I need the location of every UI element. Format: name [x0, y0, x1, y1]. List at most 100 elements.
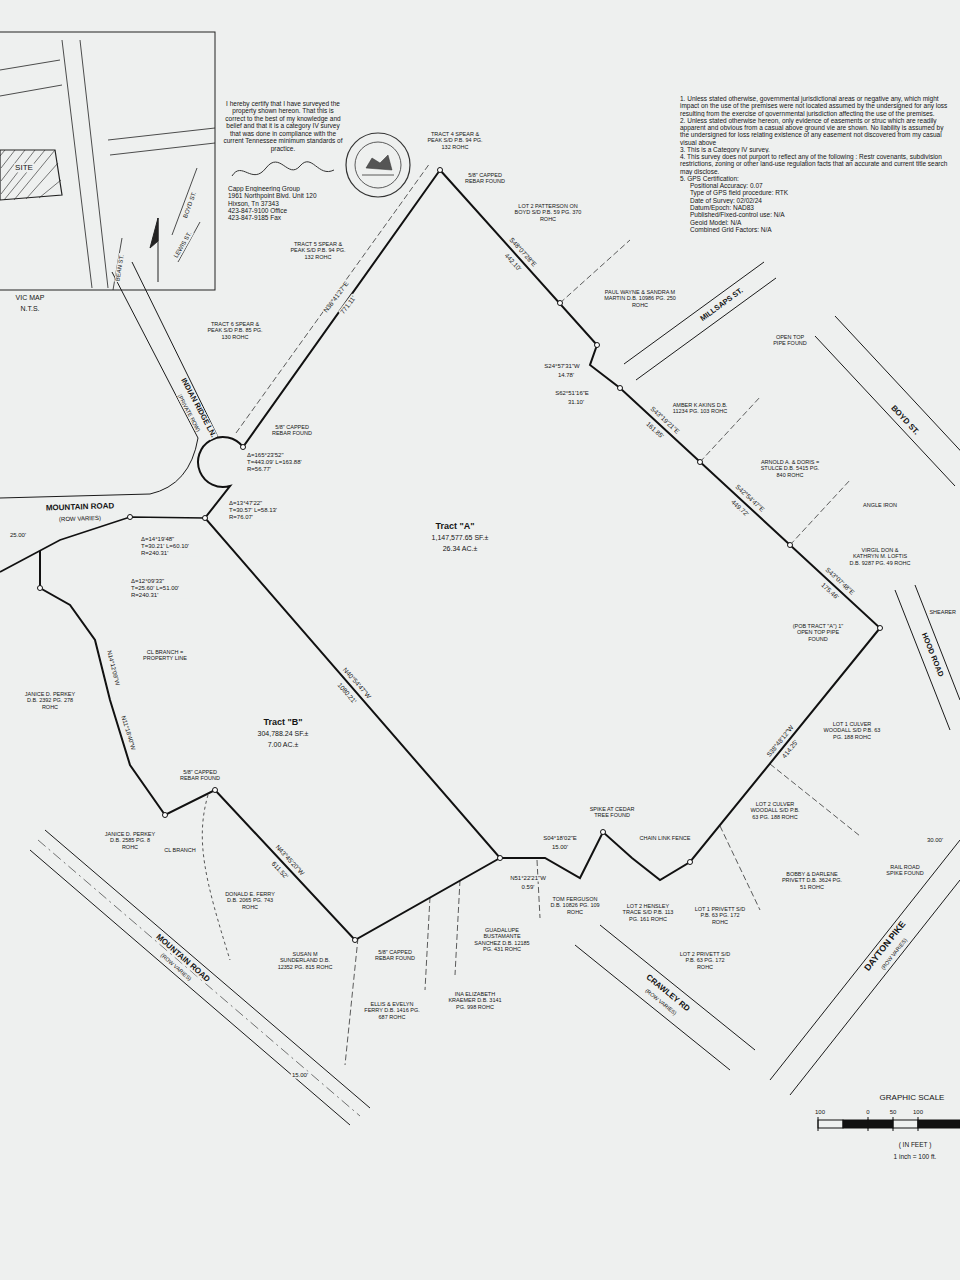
owner-label: VIRGIL DON & KATHRYN M. LOFTIS D.B. 9287…	[847, 547, 913, 566]
plat-line	[835, 316, 960, 461]
tract-b-boundary	[40, 551, 500, 940]
plat-line	[0, 150, 61, 200]
distance-label: 14.78'	[557, 372, 575, 379]
gps-line: Datum/Epoch: NAD83	[680, 204, 954, 211]
signature	[232, 162, 334, 176]
plat-line	[455, 880, 460, 975]
firm-line: 1961 Northpoint Blvd. Unit 120	[228, 192, 317, 199]
owner-label: LOT 2 PRIVETT S/D P.B. 63 PG. 172 ROHC	[677, 951, 733, 970]
plat-line	[353, 938, 358, 943]
owner-label: LOT 2 PATTERSON ON BOYD S/D P.B. 59 PG. …	[509, 203, 587, 222]
firm-line: 423-847-9100 Office	[228, 207, 317, 214]
plat-line	[818, 1117, 918, 1131]
owner-label: JANICE D. PERKEY D.B. 2392 PG. 278 ROHC	[19, 691, 81, 710]
plat-line	[38, 586, 43, 591]
bearing-label: S62°51'16"E	[554, 390, 590, 397]
street-name: BOYD ST.	[182, 190, 199, 220]
owner-label: LOT 2 HENSLEY TRACE S/D P.B. 113 PG. 161…	[619, 903, 677, 922]
owner-label: BOBBY & DARLENE PRIVETT D.B. 3624 PG. 51…	[780, 871, 844, 890]
scale-tick: 0	[865, 1109, 870, 1116]
plat-line	[128, 515, 133, 520]
plat-line	[425, 897, 430, 990]
plat-line	[0, 60, 62, 96]
plat-line	[62, 40, 108, 288]
scale-tick: 100	[814, 1109, 826, 1116]
plat-line	[438, 168, 443, 173]
marker-label: CHAIN LINK FENCE	[638, 835, 691, 841]
owner-label: ELLIS & EVELYN FERRY D.B. 1416 PG. 687 R…	[363, 1001, 421, 1020]
owner-label: ARNOLD A. & DORIS = STULCE D.B. 5415 PG.…	[758, 459, 822, 478]
curve-data: Δ=12°09'33" T=25.60' L=51.00' R=240.31'	[130, 578, 190, 599]
scale-tick: 50	[889, 1109, 898, 1116]
gps-line: Published/Fixed-control use: N/A	[680, 211, 954, 218]
plat-line	[595, 343, 600, 348]
plat-line	[345, 938, 358, 1065]
marker-label: RAIL ROAD SPIKE FOUND	[883, 864, 927, 877]
plat-line	[213, 788, 218, 793]
street-name: BEAN ST.	[114, 253, 126, 282]
distance-label: 771.11'	[338, 294, 358, 317]
gps-line: Geoid Model: N/A	[680, 219, 954, 226]
owner-label: LOT 1 CULVER WOODALL S/D P.B. 63 PG. 188…	[820, 721, 884, 740]
owner-label: TRACT 4 SPEAR & PEAK S/D P.B. 94 PG. 132…	[422, 131, 488, 150]
area-label: 26.34 AC.±	[442, 545, 479, 553]
plat-line	[815, 336, 955, 486]
monument-markers	[38, 168, 883, 943]
plat-line	[537, 860, 540, 918]
owner-label: LOT 1 PRIVETT S/D P.B. 63 PG. 172 ROHC	[692, 906, 748, 925]
street-name: LEWIS ST.	[172, 230, 193, 260]
plat-line	[0, 32, 215, 290]
notes-block: 1. Unless stated otherwise, governmental…	[680, 95, 954, 233]
graphic-scale	[818, 1117, 960, 1131]
area-label: 1,147,577.65 SF.±	[431, 534, 490, 542]
firm-line: Hixson, Tn 37343	[228, 200, 317, 207]
row-note: (ROW VARIES)	[58, 515, 102, 523]
plat-line	[150, 218, 158, 248]
survey-note: 5. GPS Certification:	[680, 175, 954, 182]
owner-label: SHEARER	[928, 609, 957, 615]
plat-line	[366, 155, 392, 170]
plat-line	[108, 128, 215, 155]
gps-line: Type of GPS field procedure: RTK	[680, 189, 954, 196]
distance-label: 0.59'	[521, 884, 536, 891]
plat-line	[203, 516, 208, 521]
marker-label: 5/8" CAPPED REBAR FOUND	[369, 949, 421, 962]
branch-note: CL BRANCH = PROPERTY LINE	[134, 649, 196, 662]
plat-line	[346, 133, 410, 197]
plat-line	[241, 445, 246, 450]
plat-line	[0, 272, 198, 498]
scale-title: GRAPHIC SCALE	[879, 1093, 946, 1102]
map-scale-note: N.T.S.	[19, 305, 40, 313]
plat-line	[30, 850, 350, 1125]
owner-label: INA ELIZABETH KRAEMER D.B. 3141 PG. 998 …	[444, 991, 506, 1010]
plat-line	[362, 175, 394, 176]
curve-data: Δ=14°19'48" T=30.21' L=60.10' R=240.31'	[140, 536, 200, 557]
road-name: HOOD ROAD	[919, 631, 945, 679]
plat-line	[770, 840, 960, 1080]
road-name: MOUNTAIN ROAD	[45, 501, 116, 513]
plat-line	[38, 840, 360, 1116]
survey-note: 4. This survey does not purport to refle…	[680, 153, 954, 175]
firm-line: 423-847-9185 Fax	[228, 214, 317, 221]
plat-line	[45, 830, 370, 1108]
plat-line	[163, 813, 168, 818]
plat-line	[788, 543, 793, 548]
tract-a-boundary	[198, 170, 880, 880]
plat-line	[113, 168, 200, 290]
bearing-label: N11°18'40"W	[119, 714, 136, 752]
gps-line: Combined Grid Factors: N/A	[680, 226, 954, 233]
plat-line	[601, 830, 606, 835]
owner-label: GUADALUPE BUSTAMANTE SANCHEZ D.B. 12185 …	[471, 927, 533, 952]
plat-line	[868, 1120, 893, 1128]
owner-label: PAUL WAYNE & SANDRA M MARTIN D.B. 10986 …	[601, 289, 679, 308]
owner-label: AMBER K AKINS D.B. 11234 PG. 103 ROHC	[668, 402, 732, 415]
owner-label: LOT 2 CULVER WOODALL S/D P.B. 63 PG. 188…	[746, 801, 804, 820]
gps-line: Positional Accuracy: 0.07	[680, 182, 954, 189]
plat-line	[688, 860, 693, 865]
adjoiner-lines	[236, 163, 860, 1065]
gps-line: Date of Survey: 02/02/24	[680, 197, 954, 204]
marker-label: 5/8" CAPPED REBAR FOUND	[266, 424, 318, 437]
plat-line	[558, 301, 563, 306]
